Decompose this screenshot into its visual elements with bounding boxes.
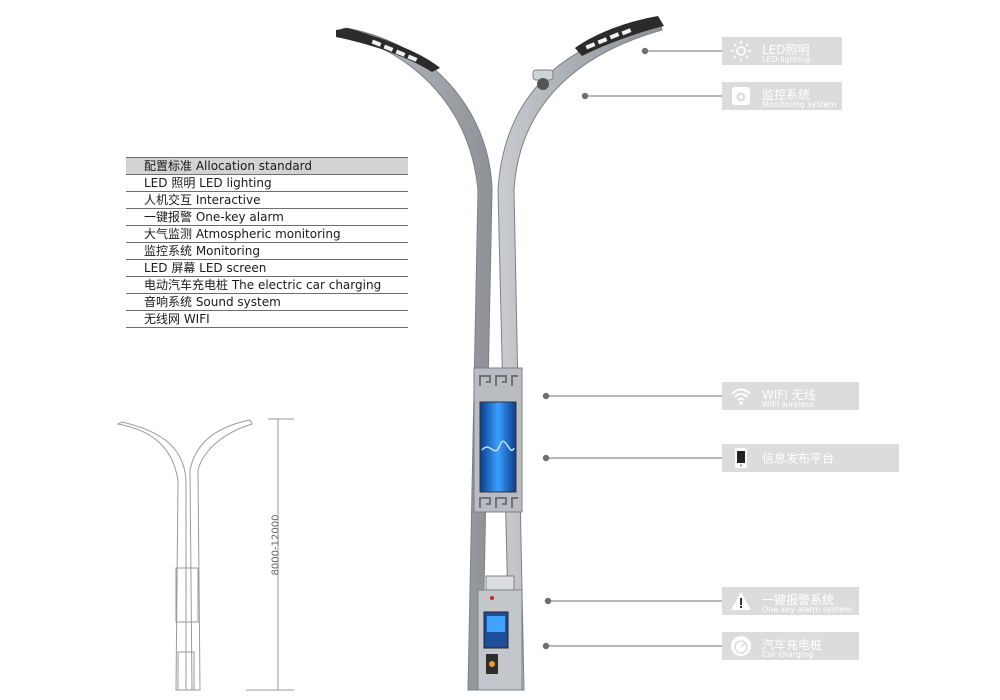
config-table-row: 人机交互 Interactive (126, 192, 408, 209)
leader-lines (546, 50, 722, 647)
sun-icon (731, 41, 751, 61)
config-table-row: 无线网 WIFI (126, 311, 408, 328)
height-dimension-label: 8000-12000 (270, 514, 282, 576)
config-table: 配置标准 Allocation standard LED 照明 LED ligh… (126, 157, 408, 328)
feature-subtitle: WIFI wireless (762, 400, 815, 409)
feature-monitoring-system: 监控系统 Monitoring system (722, 82, 842, 110)
feature-title: 信息发布平台 (762, 451, 835, 466)
config-table-row: LED 照明 LED lighting (126, 175, 408, 192)
pole-left-arm (336, 27, 493, 691)
elevation-drawing (116, 418, 294, 691)
feature-title: LED照明 (762, 43, 810, 57)
right-led-cells (585, 28, 632, 50)
config-table-row: 大气监测 Atmospheric monitoring (126, 226, 408, 243)
right-lamp-head (575, 16, 664, 56)
feature-subtitle: Monitoring system (762, 100, 837, 109)
feature-led-lighting: LED照明 LED lighting (722, 37, 842, 65)
leader-dots (542, 47, 649, 650)
tablet-icon (735, 448, 747, 468)
feature-wifi: WIFI 无线 WIFI wireless (722, 382, 859, 410)
config-table-row: LED 屏幕 LED screen (126, 260, 408, 277)
gauge-icon (731, 636, 751, 656)
camera-dome (532, 69, 554, 90)
feature-title: 一键报警系统 (762, 593, 835, 607)
warning-icon (731, 592, 751, 610)
feature-alarm-system: 一键报警系统 One key alarm system (722, 587, 859, 615)
top-meander-ornament (479, 375, 518, 386)
feature-subtitle: LED lighting (762, 55, 811, 64)
feature-title: 监控系统 (762, 88, 811, 102)
feature-title: 汽车充电桩 (762, 638, 823, 652)
feature-subtitle: One key alarm system (762, 605, 852, 614)
config-table-row: 一键报警 One-key alarm (126, 209, 408, 226)
config-table-row: 电动汽车充电桩 The electric car charging (126, 277, 408, 294)
charging-base (477, 575, 523, 691)
bottom-meander-ornament (479, 497, 518, 508)
feature-subtitle: Car charging (762, 650, 814, 659)
camera-icon (732, 87, 750, 105)
feature-info-platform: 信息发布平台 (722, 444, 899, 472)
config-table-row: 监控系统 Monitoring (126, 243, 408, 260)
feature-title: WIFI 无线 (762, 388, 816, 402)
wifi-icon (731, 388, 751, 405)
feature-car-charging: 汽车充电桩 Car charging (722, 632, 859, 660)
pole-right-arm (497, 21, 663, 691)
left-led-cells (371, 39, 418, 62)
config-table-row: 音响系统 Sound system (126, 294, 408, 311)
config-table-header: 配置标准 Allocation standard (126, 157, 408, 175)
